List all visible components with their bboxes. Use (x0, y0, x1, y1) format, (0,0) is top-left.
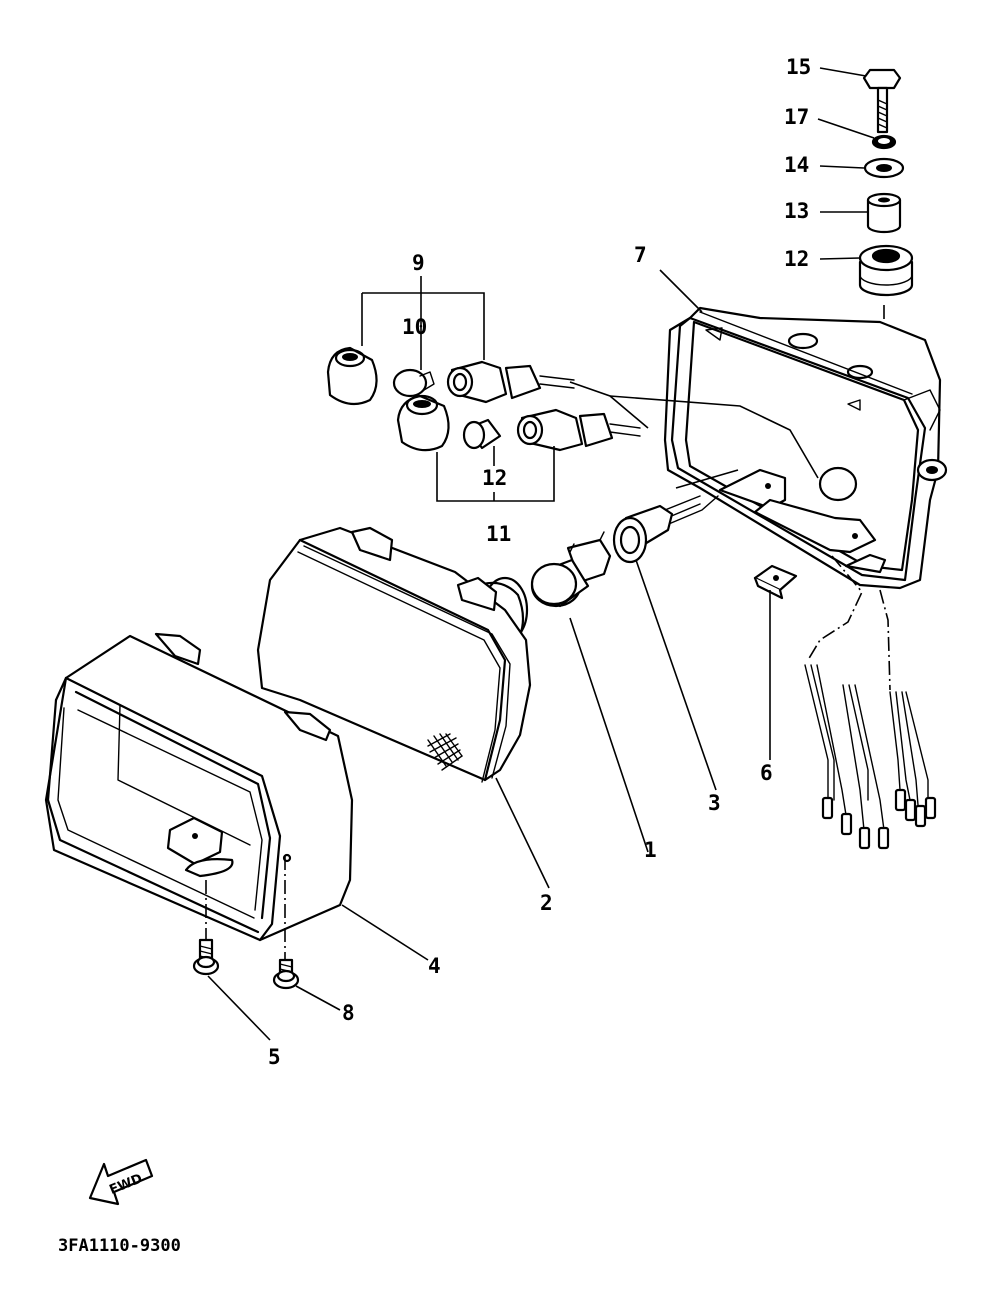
drawing-code: 3FA1110-9300 (58, 1236, 181, 1256)
callout-5: 5 (268, 1045, 281, 1069)
callout-10: 10 (402, 315, 427, 339)
callout-1: 1 (644, 838, 657, 862)
clip-nut-drawing (753, 564, 798, 600)
callout-4: 4 (428, 954, 441, 978)
grommet-drawing (858, 244, 914, 297)
callout-9: 9 (412, 251, 425, 275)
headlight-unit-drawing (256, 526, 532, 783)
callout-7: 7 (634, 243, 647, 267)
leader-lines (207, 67, 875, 1041)
callout-13: 12 (784, 247, 809, 271)
headlight-bulb-drawing (530, 531, 612, 608)
callout-8: 8 (342, 1001, 355, 1025)
forward-arrow-icon: FWD (88, 1158, 154, 1206)
washer-drawing (863, 157, 905, 179)
callout-11: 11 (486, 522, 511, 546)
callout-15: 14 (784, 153, 809, 177)
callout-14: 13 (784, 199, 809, 223)
position-lamp-drawing (326, 346, 575, 406)
lens-texture (427, 733, 463, 771)
bulb-socket-drawing (612, 495, 719, 564)
callout-17: 17 (784, 105, 809, 129)
callout-3: 3 (708, 791, 721, 815)
bolt-drawing (862, 68, 902, 134)
rim-screw-left-drawing (192, 938, 220, 976)
position-lamp-2-drawing (396, 394, 641, 452)
callout-6: 6 (760, 761, 773, 785)
rim-screw-right-drawing (272, 958, 300, 990)
callout-2: 2 (540, 891, 553, 915)
headlight-rim-drawing (44, 632, 354, 942)
callout-16: 15 (786, 55, 811, 79)
callout-labels: 15 17 14 13 12 7 9 10 12 12 11 1 2 3 4 5… (268, 55, 811, 1069)
callout-12b: 12 (482, 466, 507, 490)
collar-drawing (866, 192, 902, 234)
lock-washer-drawing (871, 134, 897, 150)
wire-harness-drawing (804, 664, 937, 850)
headlight-body-drawing (663, 306, 948, 590)
